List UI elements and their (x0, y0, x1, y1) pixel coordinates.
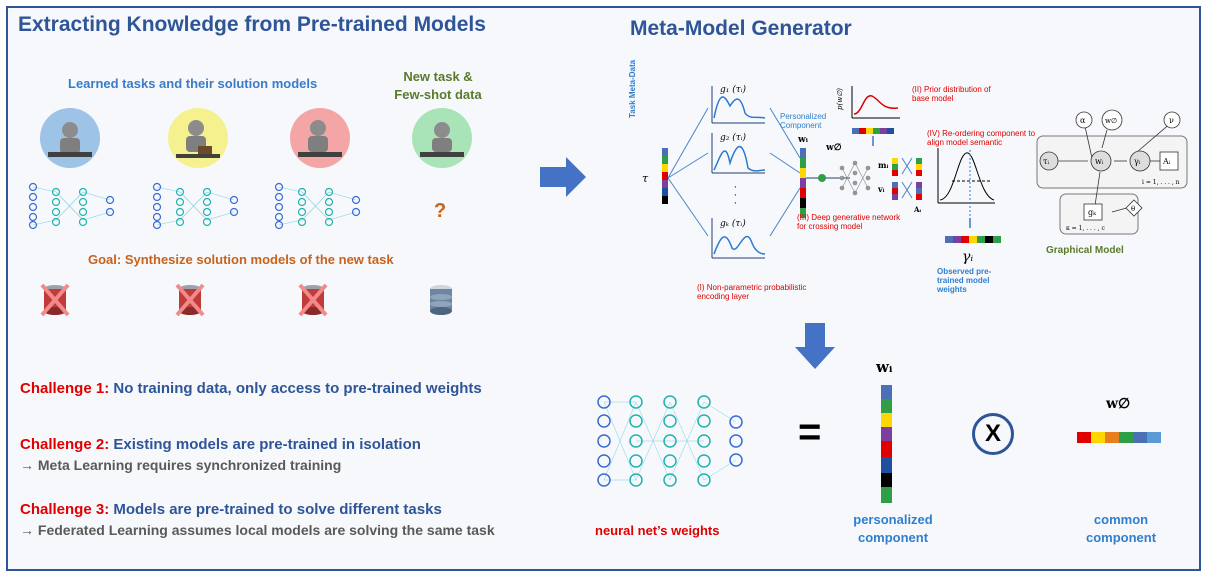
reordering-label: (IV) Re-ordering component to align mode… (927, 129, 1036, 147)
w-empty-label: w∅ (1106, 396, 1131, 412)
wi-small-label: wᵢ (797, 135, 809, 145)
tau-label: τ (642, 172, 649, 185)
gm-gamma: γᵢ (1134, 157, 1141, 166)
person-icon (298, 120, 342, 157)
gm-theta: θ (1131, 205, 1135, 213)
gm-nu: ν (1169, 116, 1174, 125)
gm-w-empty: w∅ (1105, 117, 1117, 125)
dots-label-3: · (734, 199, 737, 209)
right-arrow-icon (540, 157, 586, 197)
new-task-avatar-green (412, 108, 472, 168)
right-title: Meta-Model Generator (630, 17, 852, 40)
neural-net-icon-3 (274, 182, 361, 230)
task-avatar-red (290, 108, 350, 168)
question-mark: ? (434, 200, 447, 222)
goal-label: Goal: Synthesize solution models of the … (88, 252, 394, 267)
graphical-model-label: Graphical Model (1046, 245, 1124, 256)
task-meta-label: Task Meta-Data (628, 59, 637, 118)
database-crossed-icon (40, 283, 70, 317)
common-bar (1077, 432, 1161, 443)
neural-net-large-icon (597, 395, 743, 487)
encoding-layer-label: (I) Non-parametric probabilistic encodin… (697, 283, 807, 301)
personalized-bar-small (800, 148, 806, 218)
personalized-bar (881, 385, 892, 503)
observed-weights-label: Observed pre-trained model weights (937, 267, 992, 294)
gm-plate-c: κ = 1, . . . , c (1066, 225, 1105, 232)
prior-bar (852, 128, 894, 134)
wi-label: wᵢ (876, 358, 893, 376)
p-w-label: p(w∅) (836, 88, 844, 110)
database-crossed-icon (175, 283, 205, 317)
personalized-component-bottom-label: personalized component (853, 512, 933, 545)
gk-label: gₖ (τᵢ) (720, 218, 746, 229)
gm-tau: τᵢ (1043, 157, 1049, 166)
meta-model-diagram: τ g₁ (τᵢ) g₂ (τᵢ) gₖ (τᵢ) · · · wᵢ w∅ mᵢ… (642, 84, 1001, 265)
g2-label: g₂ (τᵢ) (720, 132, 747, 143)
dots-label: · (734, 183, 737, 193)
gamma-bar (945, 236, 1001, 243)
database-icon (430, 285, 452, 315)
prior-distribution-label: (II) Prior distribution of base model (912, 85, 991, 103)
gm-ai: Aᵢ (1162, 157, 1171, 166)
task-avatar-blue (40, 108, 100, 168)
multiply-symbol: X (972, 413, 1014, 455)
task-avatar-yellow (168, 108, 228, 168)
gm-alpha: α (1080, 116, 1086, 125)
personalized-component-label: Personalized Component (780, 112, 827, 130)
gamma-label: γᵢ (962, 249, 973, 265)
new-task-label: New task & Few-shot data (378, 68, 498, 104)
slide-frame (6, 6, 1201, 571)
deep-generative-label: (III) Deep generative network for crossi… (797, 213, 901, 231)
graphical-model: α w∅ ν τᵢ wᵢ γᵢ Aᵢ gₖ θ i = 1, . . . , n… (1036, 109, 1188, 235)
tau-vector-bar (662, 148, 668, 204)
challenge-1: Challenge 1: No training data, only acce… (20, 380, 482, 397)
new-task-line2: Few-shot data (394, 87, 482, 102)
equals-sign: = (798, 410, 822, 454)
person-icon (48, 122, 92, 157)
gm-plate-n: i = 1, . . . , n (1142, 179, 1180, 186)
mi-label: mᵢ (878, 160, 888, 170)
person-icon (176, 120, 220, 158)
gm-gk: gₖ (1088, 208, 1097, 217)
vi-label: vᵢ (877, 184, 885, 194)
person-icon (420, 122, 464, 157)
ai-label: Aᵢ (913, 205, 921, 214)
challenge-2: Challenge 2: Existing models are pre-tra… (20, 436, 421, 453)
gm-wi: wᵢ (1095, 157, 1104, 166)
challenge-3-note: → Federated Learning assumes local model… (20, 522, 495, 538)
database-crossed-icon (298, 283, 328, 317)
challenge-2-note: → Meta Learning requires synchronized tr… (20, 457, 342, 473)
learned-tasks-label: Learned tasks and their solution models (68, 76, 318, 91)
dots-label-2: · (734, 191, 737, 201)
down-arrow-icon (795, 323, 835, 369)
left-title: Extracting Knowledge from Pre-trained Mo… (18, 13, 486, 36)
w-empty-small-label: w∅ (825, 143, 842, 153)
new-task-line1: New task & (403, 69, 473, 84)
challenge-3: Challenge 3: Models are pre-trained to s… (20, 501, 442, 518)
neural-net-icon-1 (28, 182, 115, 230)
neural-net-icon-2 (152, 182, 239, 230)
neural-weights-label: neural net’s weights (595, 523, 720, 538)
g1-label: g₁ (τᵢ) (720, 84, 747, 95)
common-component-label: common component (1085, 512, 1157, 545)
